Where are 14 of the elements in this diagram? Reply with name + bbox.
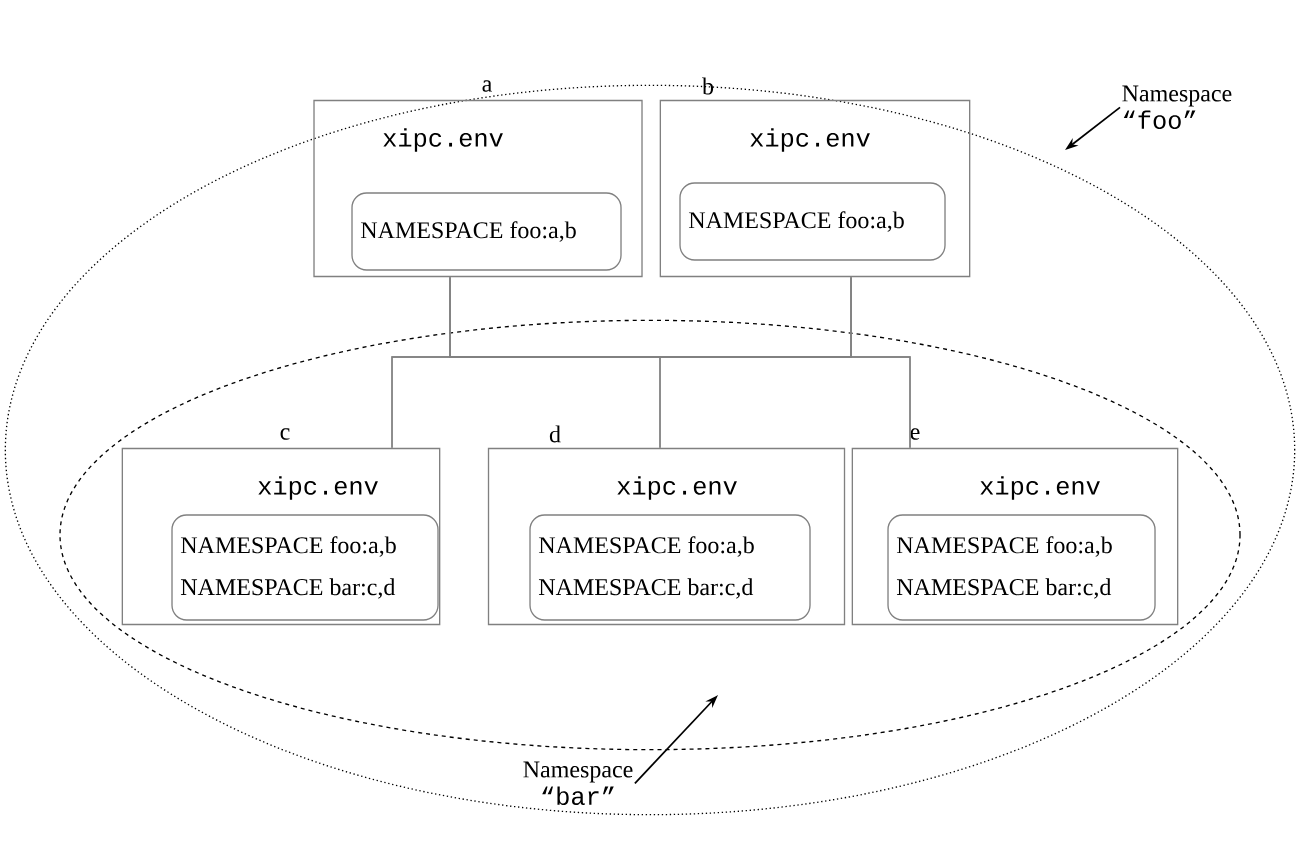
connector-line	[850, 276, 911, 449]
box-label: b	[702, 77, 714, 95]
namespace-box: NAMESPACE foo:a,b NAMESPACE bar:c,d	[887, 514, 1156, 621]
box-label: c	[280, 428, 290, 440]
namespace-box: NAMESPACE foo:a,b	[351, 192, 622, 271]
namespace-label: Namespace “foo”	[1122, 85, 1232, 130]
namespace-box: NAMESPACE foo:a,b	[679, 182, 946, 261]
box-label: a	[482, 80, 492, 92]
namespace-box: NAMESPACE foo:a,b NAMESPACE bar:c,d	[529, 514, 811, 621]
box-label: d	[549, 425, 561, 443]
namespace-ellipse	[59, 319, 1241, 751]
box-label: e	[910, 428, 920, 440]
namespace-box: NAMESPACE foo:a,b NAMESPACE bar:c,d	[171, 514, 439, 621]
namespace-label: Namespace “bar”	[523, 761, 633, 806]
